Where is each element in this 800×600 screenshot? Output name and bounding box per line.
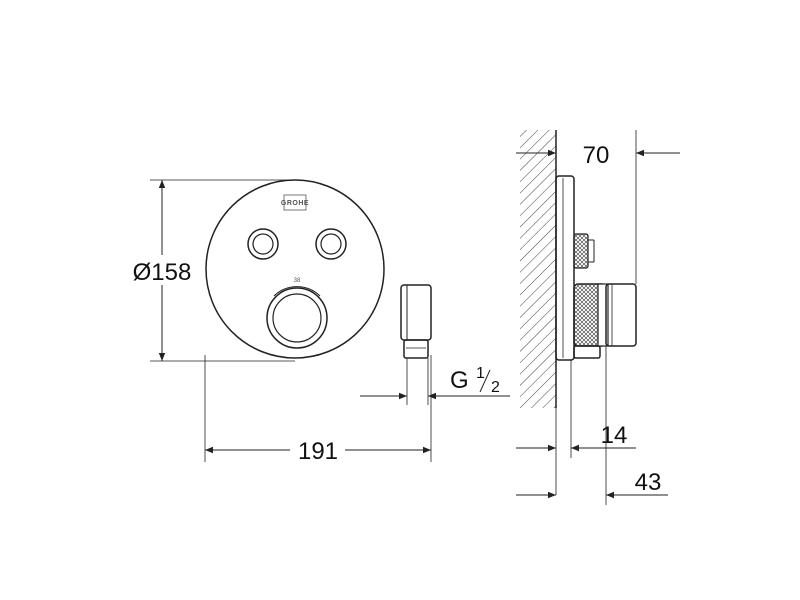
- thread-label: G: [450, 367, 469, 394]
- dim-depth-plate: 14: [516, 360, 636, 495]
- side-button: [573, 233, 589, 269]
- depth-plate-label: 14: [601, 422, 628, 449]
- dim-thread: G 1 2: [360, 358, 510, 405]
- side-cover-plate: [555, 175, 575, 361]
- width-label: 191: [298, 438, 338, 465]
- svg-text:38: 38: [294, 278, 301, 284]
- dim-width: 191: [204, 355, 432, 465]
- thread-denominator: 2: [491, 379, 500, 396]
- front-view: GROHE 38: [128, 179, 510, 465]
- brand-logo: GROHE: [281, 194, 309, 211]
- depth-total-label: 70: [583, 142, 610, 169]
- side-knob: [573, 283, 609, 347]
- button-right[interactable]: [315, 228, 347, 260]
- svg-text:GROHE: GROHE: [281, 200, 309, 207]
- button-left[interactable]: [247, 228, 279, 260]
- dim-depth-total: 70: [516, 130, 680, 284]
- side-outlet: [573, 283, 637, 359]
- diameter-label: Ø158: [133, 259, 192, 286]
- side-view: 70 14 43: [516, 130, 680, 505]
- thread-numerator: 1: [476, 365, 485, 382]
- wall-outlet: [400, 284, 432, 359]
- dim-diameter: Ø158: [128, 179, 295, 362]
- wall-section: [520, 130, 557, 408]
- dim-depth-outlet: 43: [516, 346, 668, 505]
- thermostat-knob[interactable]: 38: [266, 278, 328, 349]
- depth-outlet-label: 43: [635, 469, 662, 496]
